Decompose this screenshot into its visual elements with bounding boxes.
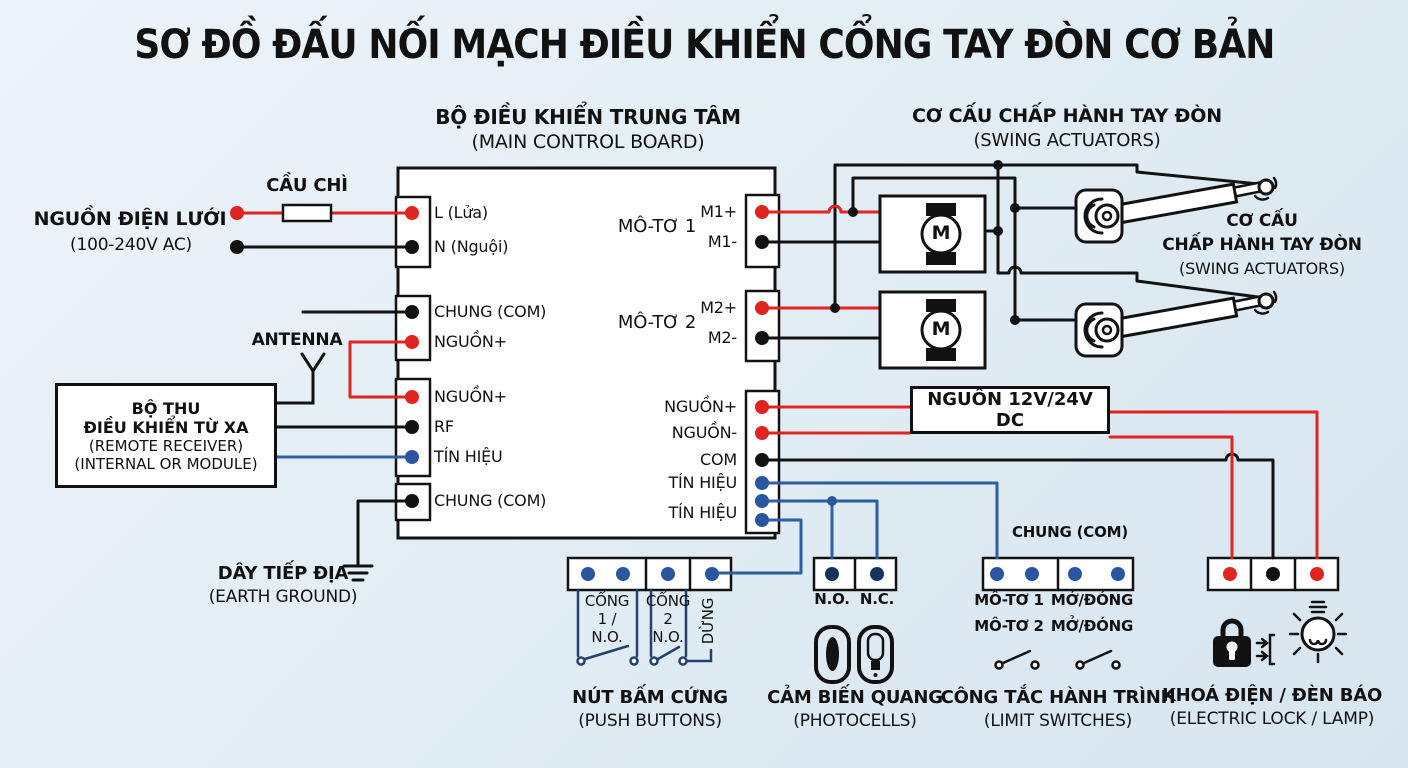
motor2-label: MÔ-TƠ 2 bbox=[617, 312, 697, 333]
receiver-line-3: (REMOTE RECEIVER) bbox=[88, 436, 244, 455]
terminal-dots bbox=[230, 205, 1324, 581]
motor-icon bbox=[878, 194, 987, 274]
terminal-label-pwr1: NGUỒN+ bbox=[434, 332, 507, 351]
board-title-vi: BỘ ĐIỀU KHIỂN TRUNG TÂM bbox=[435, 105, 741, 129]
ac-input-voltage: (100-240V AC) bbox=[70, 235, 192, 255]
photocell-nc-label: N.C. bbox=[859, 590, 895, 608]
limit-switches-title: CÔNG TẮC HÀNH TRÌNH bbox=[940, 687, 1176, 708]
board-title-en: (MAIN CONTROL BOARD) bbox=[471, 131, 705, 153]
antenna-icon bbox=[275, 352, 326, 405]
swing-actuator-icon bbox=[1074, 176, 1278, 244]
terminal-label-rf: RF bbox=[434, 417, 454, 436]
limit-switches-subtitle: (LIMIT SWITCHES) bbox=[983, 711, 1133, 731]
remote-receiver-box: BỘ THU ĐIỀU KHIỂN TỪ XA (REMOTE RECEIVER… bbox=[55, 383, 277, 488]
io-label-pwr-plus: NGUỒN+ bbox=[664, 397, 737, 416]
limit-row2-right: MỞ/ĐÓNG bbox=[1050, 617, 1134, 635]
ground-label-vi: DÂY TIẾP ĐỊA bbox=[217, 563, 349, 584]
io-label-com: COM bbox=[700, 450, 737, 469]
motor1-label: MÔ-TƠ 1 bbox=[617, 216, 697, 237]
push-button-switch-icons bbox=[576, 588, 713, 666]
io-label-signal1: TÍN HIỆU bbox=[668, 473, 737, 492]
ac-input-label: NGUỒN ĐIỆN LƯỚI bbox=[33, 208, 227, 230]
motor2-symbol: M bbox=[931, 318, 951, 340]
pb-stop-label: DỪNG bbox=[698, 597, 717, 645]
bottom-terminal-strips bbox=[566, 556, 1340, 592]
limit-row1-right: MỞ/ĐÓNG bbox=[1050, 591, 1134, 609]
photocell-icons bbox=[814, 625, 894, 684]
limit-row2-left: MÔ-TƠ 2 bbox=[974, 617, 1044, 635]
m1-minus-label: M1- bbox=[707, 232, 737, 251]
dc-supply-box: NGUỒN 12V/24V DC bbox=[910, 386, 1110, 434]
terminal-label-pwr2: NGUỒN+ bbox=[434, 387, 507, 406]
photocells-subtitle: (PHOTOCELLS) bbox=[793, 711, 917, 731]
receiver-line-4: (INTERNAL OR MODULE) bbox=[74, 454, 258, 473]
actuators-subtitle: (SWING ACTUATORS) bbox=[973, 130, 1161, 151]
terminal-label-com1: CHUNG (COM) bbox=[434, 302, 547, 321]
lamp-icon bbox=[1288, 600, 1348, 664]
pb-col1-line3: N.O. bbox=[591, 628, 623, 646]
ground-label-en: (EARTH GROUND) bbox=[208, 587, 358, 607]
pb-col2-line3: N.O. bbox=[652, 628, 684, 646]
receiver-line-2: ĐIỀU KHIỂN TỪ XA bbox=[83, 417, 249, 437]
terminal-label-l: L (Lửa) bbox=[434, 203, 488, 222]
push-buttons-subtitle: (PUSH BUTTONS) bbox=[578, 711, 722, 731]
blue-wires bbox=[275, 455, 999, 575]
m2-plus-label: M2+ bbox=[700, 298, 737, 317]
motor1-symbol: M bbox=[931, 222, 951, 244]
pb-col2-line1: CỔNG bbox=[645, 592, 691, 610]
fuse-icon bbox=[281, 203, 333, 223]
padlock-icon bbox=[1213, 618, 1276, 667]
lock-lamp-subtitle: (ELECTRIC LOCK / LAMP) bbox=[1169, 709, 1375, 729]
limit-common-label: CHUNG (COM) bbox=[1011, 523, 1129, 541]
io-label-signal2: TÍN HIỆU bbox=[668, 503, 737, 522]
swing-actuator-icon bbox=[1074, 290, 1278, 358]
terminal-label-signal: TÍN HIỆU bbox=[434, 447, 503, 466]
receiver-line-1: BỘ THU bbox=[131, 398, 201, 418]
earth-ground-icon bbox=[342, 564, 374, 582]
pb-col1-line2: 1 / bbox=[597, 610, 617, 628]
actuators-title: CƠ CẤU CHẤP HÀNH TAY ĐÒN bbox=[912, 105, 1222, 127]
page-title: SƠ ĐỒ ĐẤU NỐI MẠCH ĐIỀU KHIỂN CỔNG TAY Đ… bbox=[133, 22, 1275, 68]
push-buttons-title: NÚT BẤM CỨNG bbox=[572, 687, 728, 708]
terminal-label-com2: CHUNG (COM) bbox=[434, 491, 547, 510]
m2-minus-label: M2- bbox=[707, 328, 737, 347]
limit-row1-left: MÔ-TƠ 1 bbox=[974, 591, 1044, 609]
junction-dots bbox=[827, 160, 1020, 506]
actuator-right-line3: (SWING ACTUATORS) bbox=[1179, 259, 1345, 278]
antenna-label: ANTENNA bbox=[251, 330, 343, 350]
terminal-label-n: N (Nguội) bbox=[434, 237, 509, 256]
photocells-title: CẢM BIẾN QUANG bbox=[767, 687, 943, 708]
fuse-label: CẦU CHÌ bbox=[266, 175, 348, 196]
lock-lamp-title: KHOÁ ĐIỆN / ĐÈN BÁO bbox=[1161, 685, 1383, 706]
io-label-pwr-minus: NGUỒN- bbox=[671, 423, 737, 442]
pb-col1-line1: CỔNG bbox=[584, 592, 630, 610]
actuator-right-line1: CƠ CẤU bbox=[1226, 211, 1298, 231]
actuator-right-line2: CHẤP HÀNH TAY ĐÒN bbox=[1162, 235, 1362, 255]
limit-switch-icons bbox=[994, 649, 1121, 670]
m1-plus-label: M1+ bbox=[700, 202, 737, 221]
photocell-no-label: N.O. bbox=[814, 590, 850, 608]
pb-col2-line2: 2 bbox=[663, 610, 673, 628]
